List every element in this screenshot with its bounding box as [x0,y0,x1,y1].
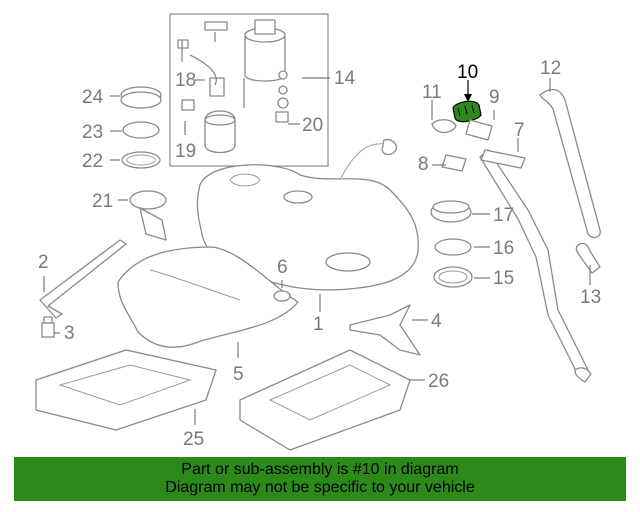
callout-25: 25 [183,429,204,450]
callout-5: 5 [233,364,244,385]
callout-3: 3 [64,323,75,344]
callout-22: 22 [82,151,103,172]
filler-tube [479,88,601,383]
callout-13: 13 [580,287,601,308]
callout-12: 12 [540,58,561,79]
callout-1: 1 [313,314,324,335]
banner-line-1: Part or sub-assembly is #10 in diagram [181,461,459,478]
callout-15: 15 [493,268,514,289]
banner-line-2: Diagram may not be specific to your vehi… [165,479,475,496]
callout-8: 8 [418,154,429,175]
callout-10: 10 [457,62,478,83]
callout-2: 2 [38,252,49,273]
callout-6: 6 [277,257,288,278]
callout-9: 9 [489,87,500,108]
heat-shield [117,246,299,348]
callout-11: 11 [422,82,442,103]
callout-4: 4 [431,311,442,332]
callout-16: 16 [493,238,514,259]
info-banner: Part or sub-assembly is #10 in diagram D… [14,457,626,501]
callout-26: 26 [428,371,449,392]
callout-17: 17 [493,205,514,226]
leader-lines [43,77,591,425]
fuel-pump-module [177,19,289,154]
callout-18: 18 [175,70,196,91]
part-10-grommet [452,100,482,123]
callout-14: 14 [334,68,356,89]
callout-21: 21 [92,191,113,212]
callout-7: 7 [514,120,525,141]
callout-23: 23 [82,122,103,143]
callout-24: 24 [82,87,104,108]
callout-20: 20 [302,115,323,136]
callout-19: 19 [175,141,196,162]
